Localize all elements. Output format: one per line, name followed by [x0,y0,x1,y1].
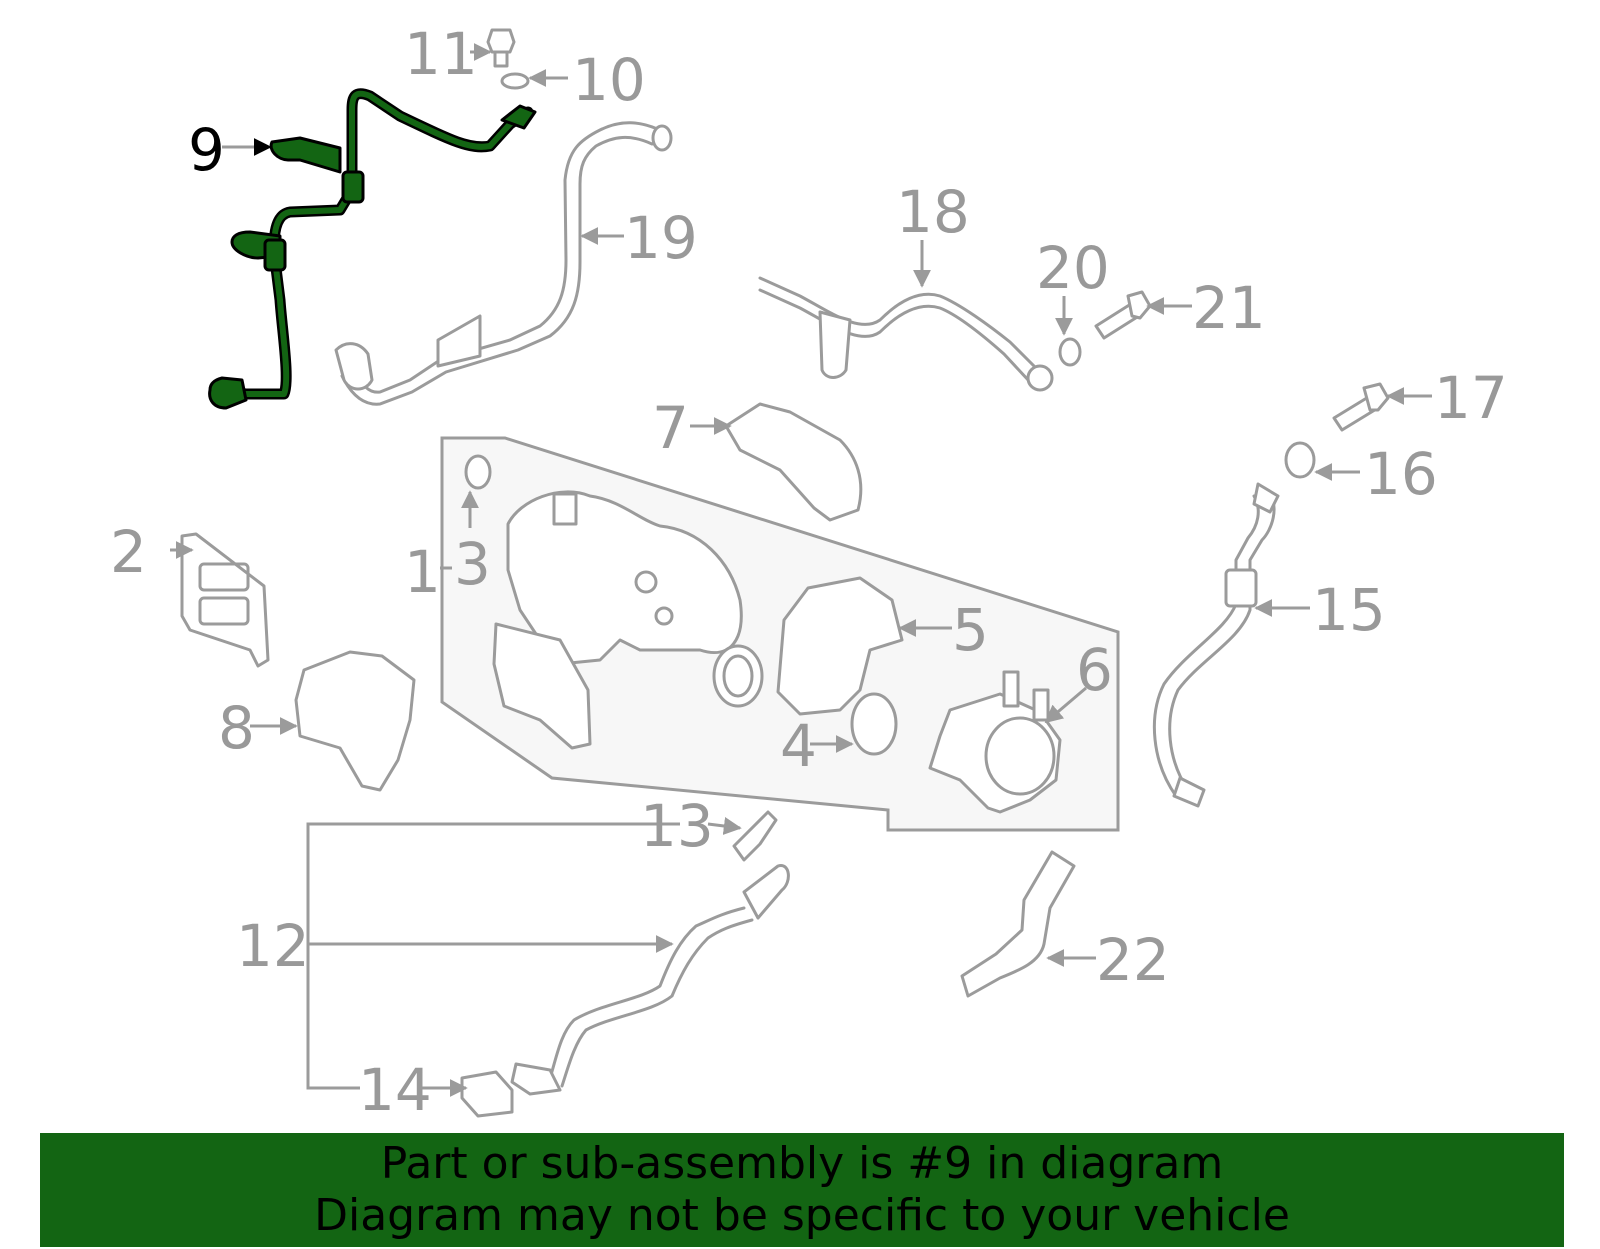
callout-7: 7 [652,394,689,462]
callout-5: 5 [952,596,989,664]
part-10-washer[interactable] [500,72,530,90]
part-16-washer[interactable] [1284,441,1316,479]
callout-16: 16 [1364,440,1438,508]
callout-10: 10 [572,46,646,114]
callout-1: 1 [404,538,441,606]
info-banner: Part or sub-assembly is #9 in diagram Di… [40,1133,1564,1247]
part-21-bolt[interactable] [1094,290,1152,340]
part-20-washer[interactable] [1058,337,1082,367]
callout-12: 12 [236,912,310,980]
callout-9: 9 [188,116,225,184]
callout-13: 13 [640,792,714,860]
part-11-bolt[interactable] [486,28,516,68]
callout-18: 18 [896,178,970,246]
part-8-heat-shield[interactable] [294,650,416,792]
callout-22: 22 [1096,926,1170,994]
part-17-bolt[interactable] [1332,382,1390,432]
callout-8: 8 [218,694,255,762]
part-18-pipe[interactable] [758,276,1054,392]
callout-19: 19 [624,204,698,272]
callout-21: 21 [1192,274,1266,342]
part-6-actuator[interactable] [928,670,1062,814]
part-3-o-ring[interactable] [464,454,492,490]
leader-lines [170,43,1432,1097]
callout-17: 17 [1434,364,1508,432]
part-2-gasket[interactable] [180,532,270,668]
part-7-heat-shield[interactable] [724,402,863,522]
part-12-pipe[interactable] [510,864,790,1096]
part-4-o-ring[interactable] [850,692,898,756]
callout-14: 14 [358,1056,432,1124]
part-9-oil-pipe[interactable] [208,88,537,410]
part-15-hose[interactable] [1152,482,1280,808]
part-13-fitting[interactable] [732,810,778,862]
callout-15: 15 [1312,576,1386,644]
part-19-pipe[interactable] [334,121,673,406]
callout-2: 2 [110,518,147,586]
part-1-turbocharger[interactable] [492,490,764,750]
callout-11: 11 [404,20,478,88]
banner-line-1: Part or sub-assembly is #9 in diagram [380,1138,1224,1189]
part-22-hose[interactable] [960,850,1076,998]
callout-3: 3 [454,530,491,598]
callout-20: 20 [1036,234,1110,302]
callout-6: 6 [1076,636,1113,704]
part-5-housing[interactable] [776,576,904,716]
banner-line-2: Diagram may not be specific to your vehi… [314,1190,1290,1241]
callout-4: 4 [780,712,817,780]
part-14-gasket[interactable] [460,1070,514,1118]
